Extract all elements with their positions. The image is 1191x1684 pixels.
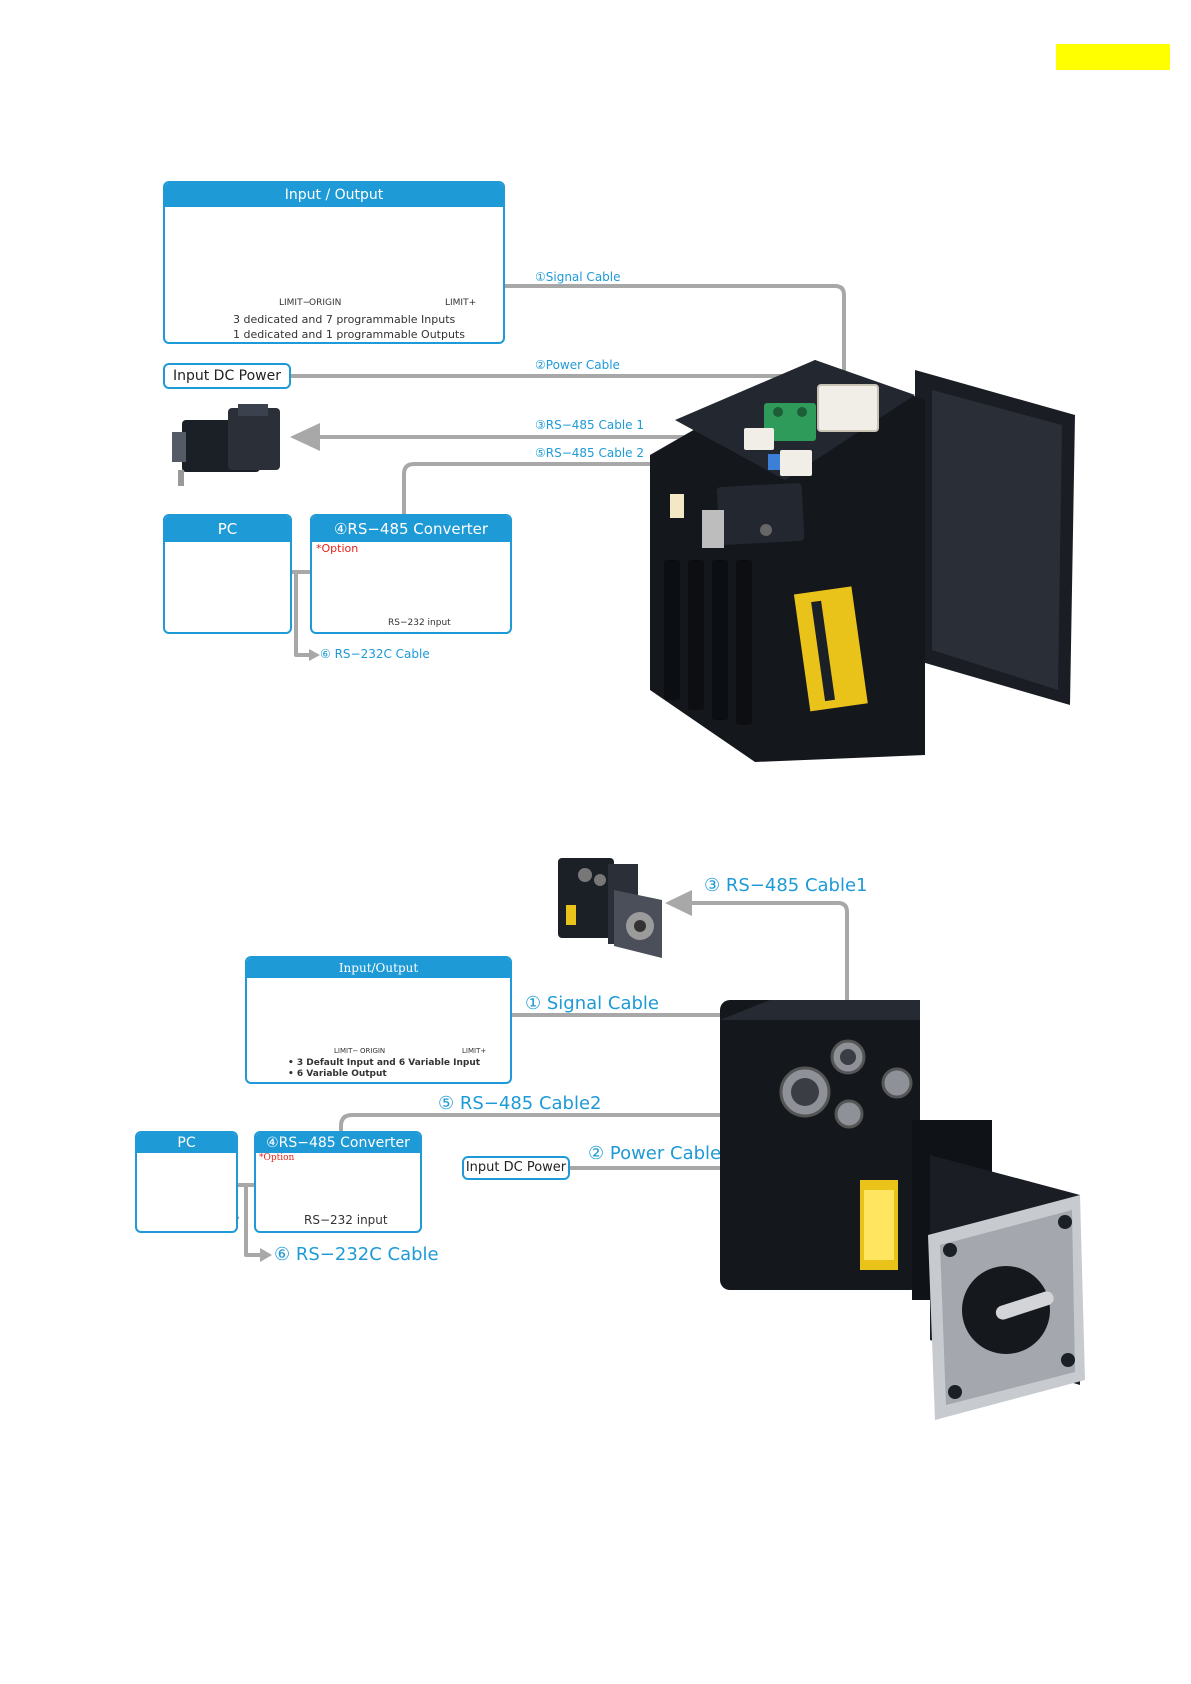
bottom-converter-option: *Option — [259, 1153, 295, 1163]
top-pc-title: PC — [165, 516, 290, 542]
top-rs485-cable2-label: ⑤RS−485 Cable 2 — [535, 446, 645, 460]
top-rs485-cable1-label: ③RS−485 Cable 1 — [535, 418, 645, 432]
top-io-box-title: Input / Output — [165, 183, 503, 207]
bottom-rs232c-arrow-icon — [260, 1248, 272, 1262]
top-rs485-2-wire — [402, 462, 780, 514]
bottom-io-limit-minus: LIMIT− — [334, 1047, 359, 1055]
bottom-rs232c-wire — [244, 1185, 262, 1257]
top-rs232c-arrow-icon — [309, 649, 320, 661]
bottom-small-motor-image — [558, 858, 662, 958]
top-converter-caption: RS−232 input — [388, 618, 451, 628]
bottom-pc-box: PC — [135, 1131, 238, 1233]
top-power-cable-label: ②Power Cable — [535, 358, 620, 372]
top-io-limit-minus: LIMIT− — [279, 298, 311, 308]
bottom-rs485-cable1-label: ③ RS−485 Cable1 — [704, 875, 868, 896]
top-converter-box: ④RS−485 Converter — [310, 514, 512, 634]
bottom-io-line1: • 3 Default Input and 6 Variable Input — [288, 1058, 481, 1068]
top-input-dc-power: Input DC Power — [163, 363, 291, 389]
top-io-line1: 3 dedicated and 7 programmable Inputs — [233, 313, 456, 326]
top-large-motor-image — [650, 360, 1075, 762]
top-io-origin: ORIGIN — [309, 298, 342, 308]
top-rs485-arrow-icon — [290, 423, 320, 451]
bottom-pc-title: PC — [137, 1133, 236, 1153]
top-converter-title: ④RS−485 Converter — [312, 516, 510, 542]
bottom-power-cable-label: ② Power Cable — [588, 1143, 722, 1164]
bottom-io-box-title: Input/Output — [247, 958, 510, 978]
bottom-rs485-2-wire — [339, 1113, 850, 1132]
top-io-line2: 1 dedicated and 1 programmable Outputs — [233, 328, 465, 341]
bottom-converter-box: ④RS−485 Converter — [254, 1131, 422, 1233]
top-signal-cable-label: ①Signal Cable — [535, 270, 621, 284]
bottom-converter-caption: RS−232 input — [304, 1213, 388, 1227]
bottom-signal-cable-label: ① Signal Cable — [525, 993, 659, 1014]
top-io-limit-plus: LIMIT+ — [445, 298, 477, 308]
top-small-motor-image — [172, 404, 280, 486]
bottom-io-box: Input/Output — [245, 956, 512, 1084]
bottom-io-origin: ORIGIN — [360, 1047, 386, 1055]
top-rs232c-cable-label: ⑥ RS−232C Cable — [320, 647, 430, 661]
bottom-input-dc-power: Input DC Power — [462, 1156, 570, 1180]
top-signal-wire — [505, 284, 846, 410]
bottom-large-motor-image — [720, 1000, 1085, 1420]
bottom-converter-title: ④RS−485 Converter — [256, 1133, 420, 1153]
bottom-rs485-1-wire — [690, 901, 849, 1058]
top-rs232c-wire — [294, 572, 314, 657]
bottom-rs232c-cable-label: ⑥ RS−232C Cable — [274, 1244, 439, 1265]
bottom-io-limit-plus: LIMIT+ — [462, 1047, 487, 1055]
top-converter-option: *Option — [316, 542, 359, 555]
top-io-box: Input / Output — [163, 181, 505, 344]
bottom-io-line2: • 6 Variable Output — [288, 1069, 387, 1079]
bottom-rs485-arrow-icon — [665, 890, 692, 916]
highlight-marker — [1056, 44, 1170, 70]
top-pc-box: PC — [163, 514, 292, 634]
bottom-rs485-cable2-label: ⑤ RS−485 Cable2 — [438, 1093, 602, 1114]
